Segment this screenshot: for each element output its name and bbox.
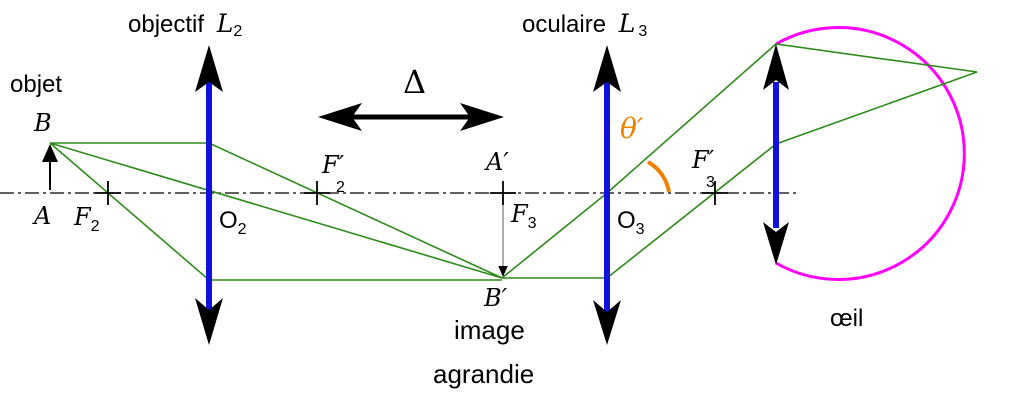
eyepiece-index: 3 xyxy=(638,23,647,40)
center-o3-label: O xyxy=(617,207,636,234)
point-b-label: B xyxy=(33,109,52,137)
focal-f2-index: 2 xyxy=(91,218,100,235)
angle-arc xyxy=(646,160,671,193)
delta-arrow xyxy=(318,103,504,131)
svg-text:F2: F2 xyxy=(73,203,100,235)
eyepiece-label: oculaire xyxy=(522,11,606,38)
focal-f3p-label: F′ xyxy=(691,146,715,174)
point-a-label: A xyxy=(32,202,51,230)
image-label-line1: image xyxy=(454,315,525,345)
objective-index: 2 xyxy=(233,23,242,40)
center-o2-index: 2 xyxy=(238,221,247,238)
eyepiece-symbol: L xyxy=(618,9,636,38)
focal-f3-index: 3 xyxy=(528,215,537,232)
image-label-line2: agrandie xyxy=(433,359,534,389)
angle-label: θ′ xyxy=(620,112,644,145)
ray-eyepiece-upper xyxy=(501,43,978,279)
focal-f3-label: F xyxy=(510,200,529,228)
center-o2-label: O xyxy=(219,207,238,234)
svg-text:oculaire L3: oculaire L3 xyxy=(522,9,647,40)
objective-label: objectif xyxy=(128,11,204,38)
center-o3-index: 3 xyxy=(636,221,645,238)
focal-f2p-index: 2 xyxy=(336,179,345,196)
svg-text:O3: O3 xyxy=(617,207,645,238)
focal-ticks xyxy=(95,181,728,205)
objective-lens xyxy=(195,45,223,345)
point-bp-label: B′ xyxy=(483,284,508,312)
point-ap-label: A′ xyxy=(484,148,509,176)
objective-symbol: L xyxy=(216,9,234,38)
light-rays xyxy=(49,43,978,281)
svg-text:F′: F′ xyxy=(321,151,345,179)
delta-label: Δ xyxy=(403,63,426,101)
svg-text:F3: F3 xyxy=(510,200,537,232)
ray-through-O2 xyxy=(49,142,503,279)
eye-lens xyxy=(763,44,789,265)
svg-text:F′: F′ xyxy=(691,146,715,174)
object-label: objet xyxy=(10,71,62,98)
focal-f2p-label: F′ xyxy=(321,151,345,179)
svg-text:objectif L2: objectif L2 xyxy=(128,9,242,40)
eye-outline xyxy=(775,26,966,281)
eyepiece-lens xyxy=(593,45,621,345)
focal-f2-label: F xyxy=(73,203,92,231)
focal-f3p-index: 3 xyxy=(706,174,715,191)
ray-eyepiece-lower xyxy=(502,71,978,279)
svg-text:O2: O2 xyxy=(219,207,247,238)
eye-label: œil xyxy=(830,305,863,332)
